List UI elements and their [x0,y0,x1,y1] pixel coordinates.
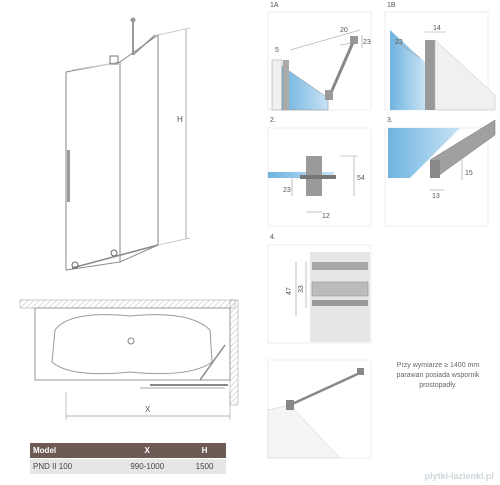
spec-table-cell-model: PND II 100 [30,458,112,474]
detail-2-dim-54: 54 [357,175,365,182]
width-dimension-label: X [145,405,151,414]
detail-3-dim-13: 13 [432,193,440,200]
detail-1b-label: 1B [387,2,396,9]
detail-4-dim-33: 33 [298,285,305,293]
spec-table-header-x: X [111,443,184,459]
detail-1b-dim-14: 14 [433,25,441,32]
detail-2 [267,127,372,227]
watermark: plytki-lazienki.pl [424,471,494,481]
detail-2-dim-23: 23 [283,187,291,194]
height-dimension-label: H [177,115,183,124]
detail-4-label: 4. [270,234,276,241]
spec-table-cell-h: 1500 [183,458,226,474]
support-note-line-1: Przy wymiarze ≥ 1400 mm [396,362,480,369]
spec-table-header-row: Model X H [30,443,226,459]
detail-1a-label: 1A [270,2,279,9]
support-note-line-2: parawan posiada wspornik [396,372,480,379]
top-view [19,299,239,420]
spec-table: Model X H PND II 100 990-1000 1500 [30,443,226,474]
detail-1a-dim-5: 5 [275,47,279,54]
table-row: PND II 100 990-1000 1500 [30,458,226,474]
detail-4 [267,244,372,344]
support-note: Przy wymiarze ≥ 1400 mm parawan posiada … [383,361,493,391]
support-note-line-3: prostopadły. [419,382,457,389]
detail-1a [267,11,372,111]
spec-table-header-h: H [183,443,226,459]
front-view [65,17,191,271]
detail-5 [267,359,372,459]
detail-1a-dim-20: 20 [340,27,348,34]
detail-2-label: 2. [270,117,276,124]
detail-3-dim-15: 15 [465,170,473,177]
spec-table-header-model: Model [30,443,112,459]
detail-2-dim-12: 12 [322,213,330,220]
detail-1b [384,11,496,111]
detail-1b-dim-23: 23 [395,39,403,46]
detail-4-dim-47: 47 [286,287,293,295]
spec-table-cell-x: 990-1000 [111,458,184,474]
detail-3-label: 3. [387,117,393,124]
detail-3 [384,119,496,227]
detail-1a-dim-23: 23 [363,39,371,46]
